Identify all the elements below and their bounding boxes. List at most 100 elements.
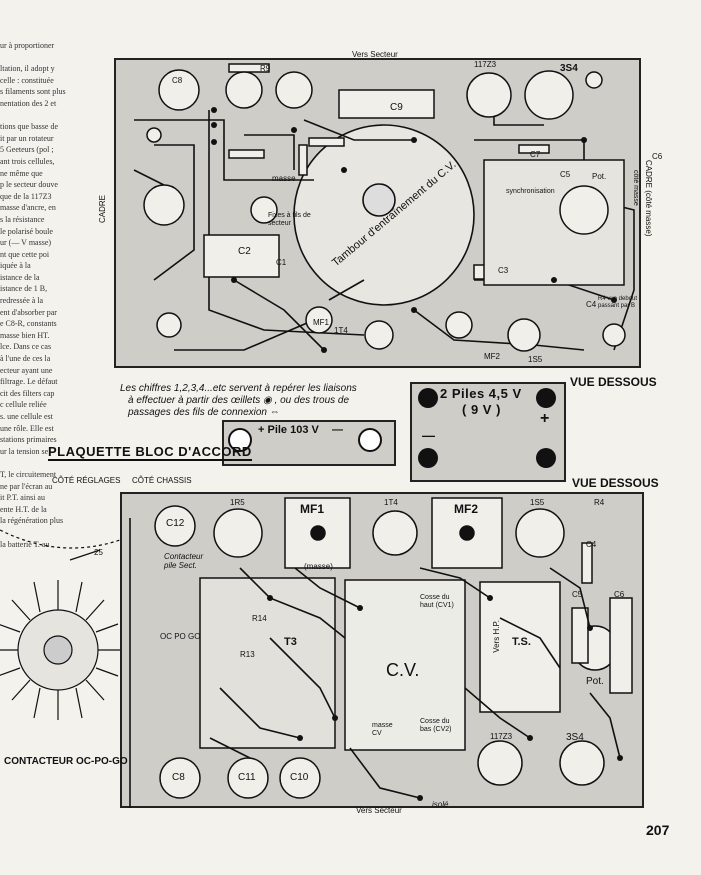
label-1s5-top: 1S5 xyxy=(528,355,543,364)
left-column-line: à l'une de ces la xyxy=(0,354,51,364)
tube-1r5 xyxy=(213,508,263,558)
label-cosse-bas: Cosse du bas (CV2) xyxy=(420,718,452,733)
label-synchro: synchronisation xyxy=(506,188,555,195)
top-wiring-svg xyxy=(133,63,635,353)
bottom-wiring-svg xyxy=(129,497,633,808)
label-c1-top: C1 xyxy=(276,258,287,267)
capacitor-c11 xyxy=(225,71,263,109)
left-column-line: une rôle. Elle est xyxy=(0,423,54,433)
caption-line-1: Les chiffres 1,2,3,4...etc servent à rep… xyxy=(120,383,357,394)
left-column-line: it P.T. ainsi au xyxy=(0,493,45,503)
label-vers-hp: Vers H.P. xyxy=(492,620,501,653)
tube-3s4 xyxy=(559,740,605,786)
left-column-line: istance de 1 B, xyxy=(0,284,48,294)
potentiometer-top xyxy=(559,185,609,235)
label-c6-top: C6 xyxy=(652,152,663,161)
label-c11-bottom: C11 xyxy=(238,772,256,783)
left-column-line: redressée à la xyxy=(0,296,44,306)
eyelet-e xyxy=(585,71,603,89)
label-1r5: 1R5 xyxy=(230,498,245,507)
left-column-line: ur (— V masse) xyxy=(0,238,52,248)
label-r4-note: R4 vue debout passant par B xyxy=(598,296,638,309)
label-r13: R13 xyxy=(240,650,255,659)
label-cadre-left: CADRE xyxy=(98,195,107,224)
label-isole: isolé xyxy=(432,800,449,809)
cap-c4-bottom xyxy=(581,542,593,584)
tube-1s5 xyxy=(515,508,565,558)
left-column-line: filtrage. Le défaut xyxy=(0,377,58,387)
left-column-line: ne par l'écran au xyxy=(0,481,53,491)
contacteur-label: CONTACTEUR OC-PO-GO xyxy=(4,756,128,767)
label-vue-dessous-2: VUE DESSOUS xyxy=(572,476,659,490)
cap-c11 xyxy=(227,757,269,799)
pile-terminal-bl xyxy=(418,448,438,468)
left-column-line: masse d'ancre, en xyxy=(0,203,56,213)
label-c4-bottom: C4 xyxy=(586,540,597,549)
cap-c6-bottom xyxy=(609,597,633,694)
left-column-line: ltation, il adopt y xyxy=(0,64,55,74)
left-column-line: cit des filters cap xyxy=(0,388,55,398)
eyelet-c xyxy=(156,312,182,338)
label-c9-top: C9 xyxy=(390,102,403,113)
label-3s4-bottom: 3S4 xyxy=(566,732,584,743)
caption-line-3: passages des fils de connexion ⇔ xyxy=(128,407,280,418)
socket-mf1-top xyxy=(305,306,333,334)
eyelet-d xyxy=(602,323,626,347)
left-column-line: la batterie T. au xyxy=(0,539,50,549)
label-c4-top: C4 xyxy=(586,300,597,309)
pile-minus: — xyxy=(422,428,436,443)
left-column-line: la régénération plus xyxy=(0,516,64,526)
label-cv: C.V. xyxy=(386,660,420,680)
contacteur-drawing xyxy=(0,529,120,720)
label-r9-top: R9 xyxy=(260,64,271,73)
cap-c5-bottom xyxy=(571,607,589,664)
tube-117z3 xyxy=(477,740,523,786)
label-t3: T3 xyxy=(284,636,297,648)
resistor-r12 xyxy=(308,137,345,147)
left-column-line: lce. Dans ce cas xyxy=(0,342,52,352)
left-column-line: ant trois cellules, xyxy=(0,156,55,166)
label-ts: T.S. xyxy=(512,636,531,648)
label-fixes: Fixes à fils de secteur xyxy=(268,212,311,227)
pile-terminal-br xyxy=(536,448,556,468)
label-mf1-top: MF1 xyxy=(313,318,329,327)
label-c2-top: C2 xyxy=(238,246,251,257)
label-c12: C12 xyxy=(166,518,185,529)
left-column-line: que de la 117Z3 xyxy=(0,191,52,201)
label-pot-top: Pot. xyxy=(592,172,607,181)
plaquette-title: PLAQUETTE BLOC D'ACCORD xyxy=(48,444,252,461)
pile-terminal-tr xyxy=(536,388,556,408)
block-c5 xyxy=(483,159,625,286)
capacitor-c10 xyxy=(275,71,313,109)
label-tube-3s4-top: 3S4 xyxy=(560,63,578,74)
label-cosse-haut: Cosse du haut (CV1) xyxy=(420,594,454,609)
mf1-socket xyxy=(310,525,326,541)
cap-c8 xyxy=(159,757,201,799)
cap-c12 xyxy=(154,505,196,547)
label-117z3-bottom: 117Z3 xyxy=(490,732,513,741)
label-vers-secteur-top: Vers Secteur xyxy=(352,50,398,59)
left-column-line: ente H.T. de la xyxy=(0,504,47,514)
left-column-line: s. une cellule est xyxy=(0,412,53,421)
left-column-line: ur à proportioner xyxy=(0,41,55,50)
label-r4-bottom: R4 xyxy=(594,498,605,507)
left-column-line: ecteur ayant une xyxy=(0,365,53,375)
socket-1t4-top xyxy=(364,320,394,350)
pile103-label: + Pile 103 V xyxy=(258,424,319,436)
label-c8-top: C8 xyxy=(172,76,183,85)
left-column-line: stations primaires xyxy=(0,435,57,445)
label-cote-masse: côté masse xyxy=(632,170,639,206)
pile103-terminal-left xyxy=(228,428,252,452)
eyelet-b xyxy=(250,196,278,224)
capacitor-c9 xyxy=(338,89,435,119)
pile-terminal-tl xyxy=(418,388,438,408)
left-column-line: c cellule reliée xyxy=(0,400,47,410)
caption-block: Les chiffres 1,2,3,4...etc servent à rep… xyxy=(120,383,420,419)
plaquette-bloc xyxy=(199,577,336,749)
left-column-line xyxy=(0,52,112,64)
label-vue-dessous-1: VUE DESSOUS xyxy=(570,375,657,389)
label-1t4-top: 1T4 xyxy=(334,326,348,335)
tube-117z3-top xyxy=(466,72,512,118)
left-column-line: ent d'absorber par xyxy=(0,307,57,317)
